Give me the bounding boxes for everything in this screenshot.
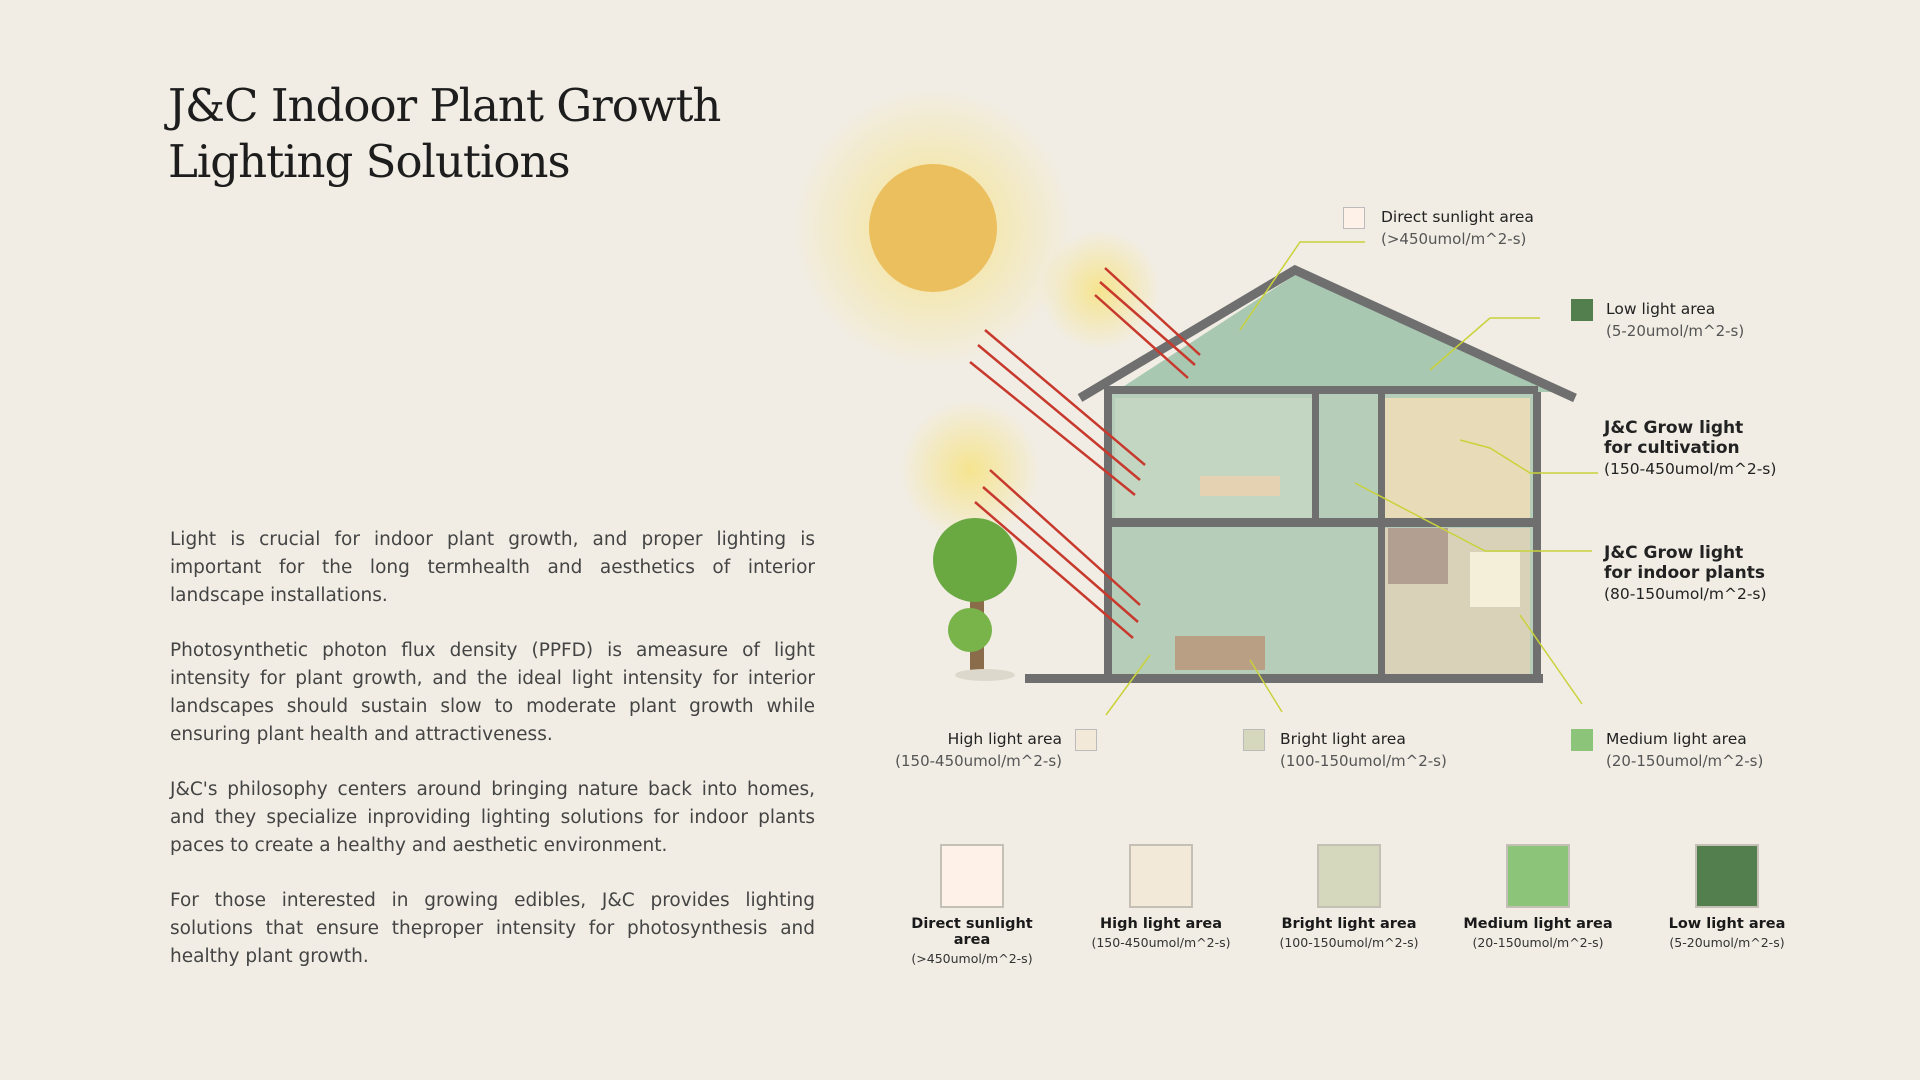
attic [1115, 275, 1560, 392]
title-line-2: Lighting Solutions [168, 135, 571, 188]
key-swatch [940, 844, 1004, 908]
key-range: (5-20umol/m^2-s) [1669, 935, 1785, 950]
callout-range: (150-450umol/m^2-s) [1604, 460, 1777, 478]
callout-title: for indoor plants [1604, 563, 1765, 583]
callout-range: (5-20umol/m^2-s) [1606, 322, 1745, 340]
paragraph: J&C's philosophy centers around bringing… [170, 779, 815, 856]
callout-bright-light: Bright light area (100-150umol/m^2-s) [1280, 728, 1447, 772]
leader-lines [1105, 241, 1598, 716]
callout-name: High light area [947, 730, 1062, 748]
paragraph: Light is crucial for indoor plant growth… [170, 529, 815, 606]
callout-title: for cultivation [1604, 438, 1740, 458]
key-name: Direct sunlight area [911, 916, 1033, 948]
key-swatch [1695, 844, 1759, 908]
key-name: High light area [1099, 916, 1223, 932]
callout-name: Medium light area [1606, 730, 1747, 748]
direct-sunlight-swatch [1343, 207, 1365, 229]
high-light-swatch [1075, 729, 1097, 751]
key-item: Medium light area (20-150umol/m^2-s) [1458, 844, 1618, 950]
callout-range: (>450umol/m^2-s) [1381, 230, 1527, 248]
key-range: (100-150umol/m^2-s) [1279, 935, 1419, 950]
callout-name: Bright light area [1280, 730, 1406, 748]
key-swatch [1317, 844, 1381, 908]
key-item: Low light area (5-20umol/m^2-s) [1647, 844, 1807, 950]
sun-icon [869, 164, 997, 292]
key-item: High light area (150-450umol/m^2-s) [1081, 844, 1241, 950]
paragraph: Photosynthetic photon flux density (PPFD… [170, 640, 815, 745]
callout-direct-sunlight: Direct sunlight area (>450umol/m^2-s) [1381, 206, 1534, 250]
callout-range: (100-150umol/m^2-s) [1280, 752, 1447, 770]
key-item: Bright light area (100-150umol/m^2-s) [1269, 844, 1429, 950]
medium-light-swatch [1571, 729, 1593, 751]
callout-range: (20-150umol/m^2-s) [1606, 752, 1764, 770]
paragraph: For those interested in growing edibles,… [170, 890, 815, 967]
key-range: (20-150umol/m^2-s) [1472, 935, 1604, 950]
key-name: Low light area [1668, 916, 1786, 932]
key-name: Bright light area [1281, 916, 1417, 932]
callout-range: (80-150umol/m^2-s) [1604, 585, 1767, 603]
callout-title: J&C Grow light [1604, 418, 1744, 438]
key-item: Direct sunlight area (>450umol/m^2-s) [892, 844, 1052, 966]
callout-range: (150-450umol/m^2-s) [895, 752, 1062, 770]
key-swatch [1129, 844, 1193, 908]
callout-title: J&C Grow light [1604, 543, 1744, 563]
callout-medium-light: Medium light area (20-150umol/m^2-s) [1606, 728, 1763, 772]
sun-rays [969, 267, 1201, 639]
callout-name: Low light area [1606, 300, 1716, 318]
title-line-1: J&C Indoor Plant Growth [168, 79, 721, 132]
callout-name: Direct sunlight area [1381, 208, 1534, 226]
body-text: Light is crucial for indoor plant growth… [170, 526, 815, 998]
callout-high-light: High light area (150-450umol/m^2-s) [880, 728, 1062, 772]
callout-low-light: Low light area (5-20umol/m^2-s) [1606, 298, 1744, 342]
low-light-swatch [1571, 299, 1593, 321]
bright-light-swatch [1243, 729, 1265, 751]
key-swatch [1506, 844, 1570, 908]
key-range: (150-450umol/m^2-s) [1091, 935, 1231, 950]
key-range: (>450umol/m^2-s) [911, 951, 1033, 966]
key-name: Medium light area [1463, 916, 1613, 932]
tree [933, 518, 1017, 602]
